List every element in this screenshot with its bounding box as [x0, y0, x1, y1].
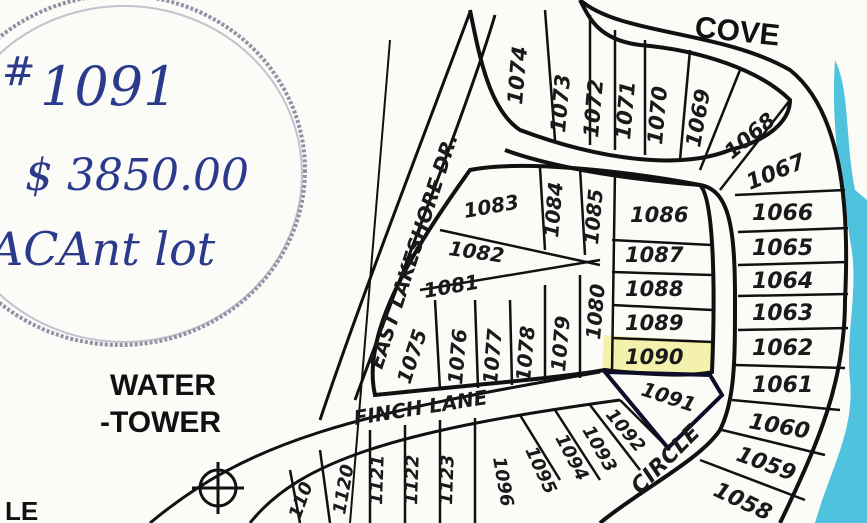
label-water: WATER: [110, 369, 216, 402]
lot-1070: 1070: [643, 85, 672, 145]
top-row-dividers: [543, 9, 791, 191]
lot-1078: 1078: [511, 325, 540, 383]
lot-1066: 1066: [752, 201, 813, 226]
lot-1120: 1120: [329, 463, 358, 516]
lot-1088: 1088: [625, 277, 683, 301]
lot-1074: 1074: [503, 45, 532, 105]
selected-lot-1091-outline: [600, 369, 725, 451]
right-road-inner: [504, 148, 738, 523]
lakeshore-road-line-2: [318, 11, 472, 421]
finch-lane-road-bottom: [248, 398, 621, 523]
lot-1079: 1079: [546, 315, 575, 373]
lot-1059: 1059: [733, 442, 799, 486]
lot-1089: 1089: [625, 311, 683, 335]
label-edge: LE: [5, 496, 38, 523]
lot-1085: 1085: [579, 188, 608, 246]
lot-1072: 1072: [579, 78, 608, 138]
lot-1081: 1081: [422, 270, 481, 303]
lot-1080: 1080: [581, 283, 610, 341]
label-tower: -TOWER: [100, 406, 221, 439]
lot-1121: 1121: [366, 454, 389, 505]
note-price: $ 3850.00: [25, 150, 249, 201]
lakeshore-road-line-1: [353, 14, 497, 401]
lot-1096: 1096: [488, 455, 517, 508]
lot-1073: 1073: [546, 73, 575, 133]
right-road-outer: [578, 0, 849, 523]
note-circle: [0, 0, 307, 347]
lot-1062: 1062: [752, 336, 813, 361]
lot-1076: 1076: [443, 328, 472, 386]
lot-1082: 1082: [447, 236, 505, 268]
finch-lane-road-top: [149, 370, 601, 523]
lot-1061: 1061: [752, 373, 813, 398]
note-lot-number: 1091: [40, 55, 177, 118]
right-column-dividers: [699, 188, 849, 502]
lot-1068: 1068: [720, 108, 780, 164]
lot-1067: 1067: [743, 149, 810, 195]
note-circle-inner: [0, 5, 303, 343]
lot-1063: 1063: [752, 301, 813, 326]
lot-1122: 1122: [401, 454, 424, 505]
lot-1123: 1123: [436, 454, 459, 505]
lot-1090-highlight: [602, 335, 714, 375]
left-road-line: [349, 39, 391, 523]
lot-1091: 1091: [638, 377, 698, 417]
note-prefix: #: [2, 49, 36, 95]
lot-1086: 1086: [630, 203, 688, 227]
lot-1083: 1083: [462, 190, 521, 223]
water-area: [815, 60, 867, 523]
lot-1077: 1077: [478, 328, 507, 386]
lot-1087: 1087: [625, 243, 684, 267]
water-tower-symbol: [192, 462, 244, 514]
lot-1071: 1071: [611, 80, 640, 140]
note-description: ACAnt lot: [0, 222, 216, 276]
inner-block-dividers: [419, 167, 713, 391]
lot-1084: 1084: [539, 181, 568, 239]
lot-1064: 1064: [752, 269, 813, 294]
label-cove: COVE: [693, 11, 781, 53]
lot-1065: 1065: [752, 236, 813, 261]
lot-1090: 1090: [625, 345, 683, 369]
